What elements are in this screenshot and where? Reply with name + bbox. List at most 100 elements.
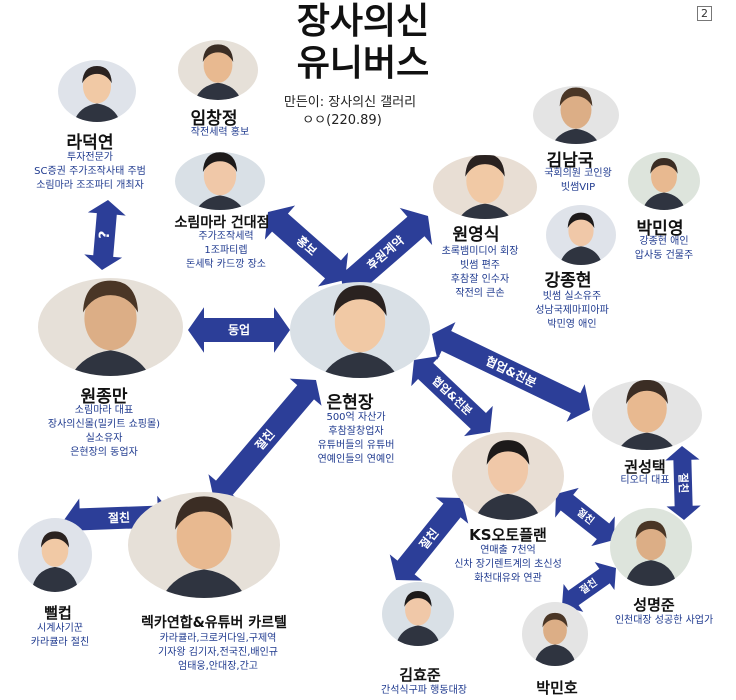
limchangjeong-desc: 작전세력 홍보 — [191, 126, 249, 140]
parkminyeong-desc-line: 강종현 애인 — [639, 236, 689, 247]
wonyeongsik-desc-line: 초록뱀미디어 회장 — [441, 246, 519, 257]
portrait-image — [175, 152, 265, 210]
ksauto-desc: 연매출 7천억 신차 장기렌트계의 초신성 화천대유와 연관 — [454, 544, 562, 586]
wonyeongsik-desc-line: 후참잘 인수자 — [450, 274, 510, 285]
double-arrow — [555, 487, 615, 547]
wonjongman-desc-line: 장사의신몰(밀키트 쇼핑몰) — [47, 419, 161, 430]
kangjonghyeon-desc-line: 박민영 애인 — [547, 319, 597, 330]
double-arrow — [63, 495, 175, 541]
kimnamguk-name: 김남국 — [546, 151, 594, 171]
lekka-photo — [128, 492, 280, 598]
portrait-image — [128, 492, 280, 598]
parkminyeong-name: 박민영 — [636, 219, 684, 239]
kimnamguk-desc-line: 국회의원 코인왕 — [544, 168, 612, 179]
link-lekka_ppeol: 절친 — [63, 495, 175, 541]
ppeolkeop-desc-line: 카라큘라 절친 — [30, 637, 90, 648]
portrait-image — [433, 155, 537, 219]
parkminyeong-desc: 강종현 애인 압사동 건물주 — [635, 235, 693, 263]
sorimmara-desc: 주가조작세력 1조파티렙 돈세탁 카드깡 장소 — [186, 230, 266, 272]
portrait-image — [452, 432, 564, 520]
wonjongman-desc-line: 실소유자 — [85, 433, 123, 444]
portrait-image — [18, 518, 92, 592]
ksauto-photo — [452, 432, 564, 520]
kangjonghyeon-photo — [546, 205, 616, 265]
eunhyeonjang-desc-line: 후참잘창업자 — [328, 426, 384, 437]
wonyeongsik-name: 원영식 — [452, 225, 500, 245]
wonjongman-name: 원종만 — [80, 387, 128, 407]
kimhyojun-desc-line: 간석식구파 행동대장 — [381, 685, 467, 696]
limchangjeong-desc-line: 작전세력 홍보 — [190, 127, 250, 138]
limchangjeong-photo — [178, 40, 258, 100]
lekka-desc: 카라큘라,크로커다일,구제역 기자왕 김기자,전국진,배인규 엄태웅,안대장,간… — [158, 632, 278, 674]
portrait-image — [58, 60, 136, 122]
link-wonjong_eun: 동업 — [188, 307, 290, 353]
lekka-name: 렉카연합&유튜버 카르텔 — [141, 615, 287, 631]
wonjongman-desc-line: 소림마라 대표 — [74, 405, 134, 416]
parkminyeong-photo — [628, 152, 700, 210]
double-arrow — [338, 207, 433, 299]
eunhyeonjang-desc-line: 500억 자산가 — [326, 412, 386, 423]
sorimmara-photo — [175, 152, 265, 210]
link-seong_parkmin: 절친 — [562, 562, 616, 612]
seongmyeongjun-desc-line: 인천대장 성공한 사업가 — [614, 615, 714, 626]
portrait-image — [178, 40, 258, 100]
double-arrow — [665, 446, 701, 520]
ladukyeon-desc-line: SC증권 주가조작사태 주범 — [34, 166, 146, 177]
eunhyeonjang-desc: 500억 자산가 후참잘창업자 유튜버들의 유튜버 연예인들의 연예인 — [318, 411, 395, 467]
parkminyeong-desc-line: 압사동 건물주 — [634, 250, 694, 261]
wonyeongsik-desc-line: 작전의 큰손 — [455, 288, 505, 299]
portrait-image — [592, 380, 702, 450]
diagram-title-line1: 장사의신 — [296, 1, 430, 42]
ppeolkeop-desc: 시계사기꾼 카라큘라 절친 — [31, 622, 89, 650]
seongmyeongjun-photo — [610, 508, 692, 586]
kwonseongtaek-photo — [592, 380, 702, 450]
link-label: ? — [97, 230, 114, 239]
double-arrow — [389, 497, 469, 581]
portrait-image — [610, 508, 692, 586]
ladukyeon-name: 라덕연 — [66, 133, 114, 153]
kangjonghyeon-desc-line: 빗썸 실소유주 — [542, 291, 602, 302]
portrait-image — [290, 282, 430, 378]
double-arrow — [188, 307, 290, 353]
ladukyeon-photo — [58, 60, 136, 122]
kwonseongtaek-name: 권성택 — [624, 458, 666, 476]
wonyeongsik-desc-line: 빗썸 편주 — [460, 260, 500, 271]
wonjongman-photo — [38, 278, 183, 376]
ladukyeon-desc-line: 투자전문가 — [67, 152, 113, 163]
seongmyeongjun-name: 성명준 — [633, 596, 675, 614]
ladukyeon-desc-line: 소림마라 조조파티 개최자 — [36, 180, 144, 191]
portrait-image — [533, 86, 619, 144]
portrait-image — [546, 205, 616, 265]
kwonseongtaek-desc-line: 티오더 대표 — [620, 475, 670, 486]
eunhyeonjang-desc-line: 유튜버들의 유튜버 — [317, 440, 395, 451]
lekka-desc-line: 카라큘라,크로커다일,구제역 — [159, 633, 277, 644]
link-eun_lekka: 절친 — [208, 378, 322, 502]
double-arrow — [84, 200, 126, 270]
sorimmara-desc-line: 주가조작세력 — [198, 231, 254, 242]
kwonseongtaek-desc: 티오더 대표 — [620, 474, 669, 488]
parkminho-name: 박민호 — [536, 679, 578, 697]
portrait-image — [38, 278, 183, 376]
portrait-image — [522, 602, 588, 666]
double-arrow — [432, 322, 590, 422]
link-label: 절친 — [108, 510, 131, 526]
kangjonghyeon-desc-line: 성남국제마피아파 — [535, 305, 609, 316]
lekka-desc-line: 기자왕 김기자,전국진,배인규 — [158, 647, 278, 658]
ksauto-desc-line: 화천대유와 연관 — [474, 573, 542, 584]
wonyeongsik-desc: 초록뱀미디어 회장 빗썸 편주 후참잘 인수자 작전의 큰손 — [442, 245, 519, 301]
credit-made-by: 만든이: 장사의신 갤러리 — [283, 95, 417, 110]
kimhyojun-photo — [382, 582, 454, 646]
credit-user: ㅇㅇ(220.89) — [302, 113, 382, 128]
kimnamguk-desc: 국회의원 코인왕 빗썸VIP — [544, 167, 612, 195]
sorimmara-name: 소림마라 건대점 — [174, 215, 270, 231]
eunhyeonjang-photo — [290, 282, 430, 378]
link-eun_kwon: 협업&친분 — [432, 322, 590, 422]
double-arrow — [411, 355, 493, 437]
page-number: 2 — [697, 6, 712, 21]
ksauto-name: KS오토플랜 — [469, 526, 547, 544]
eunhyeonjang-desc-line: 연예인들의 연예인 — [317, 454, 395, 465]
ksauto-desc-line: 신차 장기렌트계의 초신성 — [454, 559, 562, 570]
double-arrow — [208, 378, 322, 502]
